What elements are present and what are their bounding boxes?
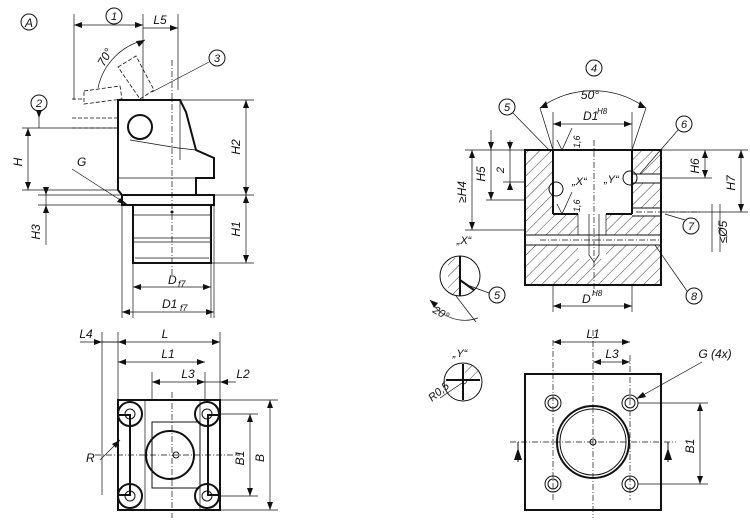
dim-L2: L2 bbox=[236, 367, 250, 381]
angle-70: 70° bbox=[94, 46, 115, 69]
detail-x-callout-5-circle bbox=[488, 286, 506, 304]
detail-x: „X“ 20° 5 bbox=[430, 235, 506, 324]
dim-dia5: ≤Ø5 bbox=[716, 220, 730, 243]
dim-L1: L1 bbox=[161, 347, 174, 361]
view-marker-label: A bbox=[24, 16, 33, 30]
callout-3-circle bbox=[208, 49, 226, 67]
dim-B1: B1 bbox=[233, 451, 247, 466]
dim-L4: L4 bbox=[79, 327, 93, 341]
plan-dim-L3: L3 bbox=[605, 347, 619, 361]
detail-y-label: „Y“ bbox=[452, 348, 469, 360]
plan-label-G4x: G (4x) bbox=[698, 347, 731, 361]
label-Y: „Y“ bbox=[603, 174, 620, 186]
callout-1-circle bbox=[105, 7, 123, 25]
dim-D-hole: D bbox=[582, 292, 591, 306]
callout-2: 2 bbox=[35, 98, 42, 110]
bolt-bottom-left bbox=[117, 483, 143, 509]
dim-L: L bbox=[162, 327, 169, 341]
callout-8: 8 bbox=[691, 291, 698, 303]
callout-4-circle bbox=[585, 59, 603, 77]
bolt-top-left bbox=[117, 401, 143, 427]
dim-D: D bbox=[168, 273, 177, 287]
detail-y: „Y“ R0,5 bbox=[426, 348, 483, 405]
dim-D-sub: f7 bbox=[178, 279, 187, 289]
callout-3: 3 bbox=[214, 53, 221, 65]
detail-x-angle: 20° bbox=[430, 304, 452, 324]
callout-5-circle bbox=[498, 98, 516, 116]
label-G: G bbox=[77, 155, 86, 169]
detail-x-label: „X“ bbox=[456, 235, 473, 247]
angle-50: 50° bbox=[581, 88, 599, 102]
dim-D1-sub: f7 bbox=[180, 303, 189, 313]
dim-H2: H2 bbox=[229, 139, 243, 155]
bolt-top-right bbox=[194, 401, 220, 427]
dim-R: R bbox=[86, 451, 95, 465]
dim-B: B bbox=[253, 454, 267, 462]
dim-H4: ≥H4 bbox=[455, 181, 469, 203]
dim-H7: H7 bbox=[724, 174, 738, 191]
callout-6-circle bbox=[675, 115, 693, 133]
callout-5: 5 bbox=[504, 102, 511, 114]
label-X: „X“ bbox=[571, 176, 588, 188]
detail-y-circle bbox=[443, 362, 483, 402]
callout-7-circle bbox=[682, 217, 700, 235]
plan-view: L1 L3 G (4x) B1 bbox=[510, 327, 732, 518]
roughness-2: 1,6 bbox=[572, 199, 582, 212]
dim-L3: L3 bbox=[181, 367, 195, 381]
plan-dim-L1: L1 bbox=[586, 327, 599, 341]
dim-H5: H5 bbox=[474, 166, 488, 182]
detail-x-callout-5: 5 bbox=[494, 290, 501, 302]
detail-y-radius: R0,5 bbox=[426, 380, 452, 405]
callout-4: 4 bbox=[591, 63, 597, 75]
dim-H: H bbox=[11, 157, 25, 166]
dim-D1-hole: D1 bbox=[583, 109, 598, 123]
dim-H1: H1 bbox=[229, 221, 243, 236]
callout-1: 1 bbox=[111, 11, 117, 23]
dim-H3: H3 bbox=[29, 224, 43, 240]
dim-L5: L5 bbox=[153, 13, 167, 27]
view-marker-circle bbox=[20, 13, 38, 31]
plan-dim-B1: B1 bbox=[683, 439, 697, 454]
callout-6: 6 bbox=[681, 119, 688, 131]
callout-7: 7 bbox=[688, 221, 695, 233]
section-view: 4 50° 5 6 D1 H8 bbox=[455, 59, 748, 312]
callout-8-circle bbox=[685, 287, 703, 305]
dim-2: 2 bbox=[495, 167, 507, 174]
bolt-bottom-right bbox=[194, 483, 220, 509]
side-view: A 1 L5 70° 3 2 bbox=[11, 7, 254, 318]
dim-D-hole-tol: H8 bbox=[592, 289, 603, 298]
top-view: L4 L L1 L3 L2 bbox=[79, 327, 278, 518]
dim-D1-hole-tol: H8 bbox=[597, 107, 608, 116]
dim-D1: D1 bbox=[162, 297, 177, 311]
roughness-1: 1,6 bbox=[572, 135, 582, 148]
dim-H6: H6 bbox=[688, 158, 702, 174]
